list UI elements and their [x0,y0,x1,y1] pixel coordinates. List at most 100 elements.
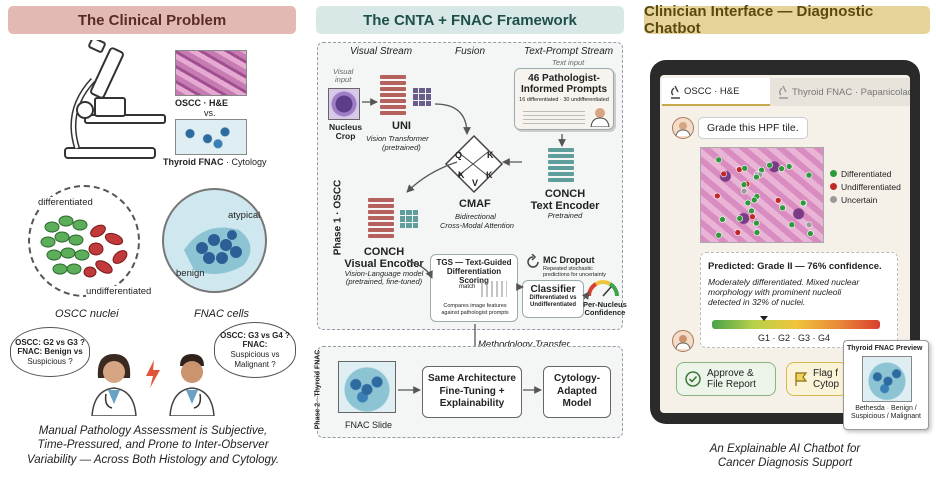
fnac-thumbnail [175,119,247,155]
nucleus-marker [753,229,761,236]
legend-item: Uncertain [830,194,901,207]
grade-scale-label: G1 · G2 · G3 · G4 [758,333,831,343]
grade-marker [760,316,769,321]
classifier-box: Classifier Differentiated vs Undifferent… [522,280,584,318]
tab-oscc-label: OSCC · H&E [684,85,740,97]
prediction-text: Predicted: Grade II — 76% confidence. [708,261,882,272]
classifier-title: Classifier [530,284,576,295]
approve-button[interactable]: Approve &File Report [676,362,776,396]
prompts-title-line1: 46 Pathologist- [528,73,600,84]
nucleus-marker [736,215,744,222]
left-caption-line1: Manual Pathology Assessment is Subjectiv… [38,425,268,437]
check-icon [685,371,701,387]
thought-bubble-left: OSCC: G2 vs G3 ? FNAC: Benign vs Suspici… [10,327,90,377]
refresh-icon [527,254,539,268]
legend-dot [830,182,837,190]
oscc-nuclei-label: OSCC nuclei [55,308,119,320]
mc-desc-line2: predictions for uncertainty [543,272,606,279]
cyto-model-line1: Cytology- [553,373,601,384]
phase2-label: Phase 2 · Thyroid FNAC [314,349,322,430]
nucleus-marker [713,192,721,200]
nucleus-marker [753,219,760,227]
nucleus-marker [807,230,814,237]
microscope-tab-icon [671,85,680,99]
preview-title: Thyroid FNAC Preview [847,345,923,352]
tgs-matrix [481,281,507,297]
right-caption-line1: An Explainable AI Chatbot for [709,443,861,455]
prompt-lines [523,111,585,125]
visual-stream-label: Visual Stream [350,46,413,57]
fusion-label: Fusion [455,46,486,57]
cyto-model-line3: Model [562,398,592,409]
hpf-dots [713,156,814,239]
fnac-slide-image [338,361,396,413]
visual-input-label: Visual input [333,67,353,85]
nuclei-cells [40,215,128,278]
nucleus-crop-line1: Nucleus [329,122,363,132]
hpf-tile-image [700,147,824,243]
legend-label: Differentiated [841,169,892,179]
conch-visual-line1: CONCH [363,246,405,258]
uni-patch-icon [413,88,431,106]
nucleus-marker [753,173,760,181]
flag-icon [795,372,808,386]
prompts-title: 46 Pathologist- Informed Prompts [515,73,613,95]
nucleus-marker [778,165,785,172]
tab-oscc[interactable]: OSCC · H&E [662,78,770,106]
user-message-bubble: Grade this HPF tile. [698,117,808,139]
tgs-title-line1: TGS — Text-Guided [436,258,512,267]
tab-thyroid[interactable]: Thyroid FNAC · Papanicolaou [770,78,910,106]
same-architecture-box: Same Architecture Fine-Tuning + Explaina… [422,366,522,418]
preview-cap-line1: Bethesda · Benign / [855,405,917,412]
nucleus-crop-image [328,88,360,120]
thought-bubble-right: OSCC: G3 vs G4 ? FNAC: Suspicious vs Mal… [214,322,296,378]
flow-arrows [362,98,590,361]
mc-dropout-title: MC Dropout [543,255,595,265]
conch-text-layers-icon [548,148,574,182]
cytology-model-box: Cytology- Adapted Model [543,366,611,418]
nucleus-marker [805,171,813,179]
bubble-right-line2: FNAC: [242,340,268,350]
nucleus-marker [799,199,807,207]
nucleus-marker [720,170,728,178]
same-arch-line1: Same Architecture [428,373,516,384]
nucleus-marker [715,156,723,164]
tgs-title: TGS — Text-Guided Differentiation Scorin… [431,258,517,285]
nucleus-crop-line2: Crop [335,131,356,142]
nucleus-marker [749,213,756,220]
mc-desc-line1: Repeated stochastic [543,266,593,272]
tgs-box: TGS — Text-Guided Differentiation Scorin… [430,254,518,322]
legend-dot [830,195,837,203]
nucleus-marker [766,161,773,169]
conch-text-line1: CONCH [544,188,586,200]
cytology-text: · Cytology [223,157,267,167]
thyroid-fnac-text: Thyroid FNAC [163,157,224,167]
nucleus-marker [774,197,782,204]
same-arch-text: Same Architecture Fine-Tuning + Explaina… [423,373,521,411]
k-label-top: K [487,150,494,160]
conch-text-line2: Text Encoder [530,200,600,213]
undifferentiated-label: undifferentiated [86,286,152,297]
explain-line3: detected in 32% of nuclei. [708,297,806,308]
right-caption-line2: Cancer Diagnosis Support [717,456,853,469]
visual-input-line2: input [335,75,352,85]
per-nucleus-line2: Confidence [584,308,626,318]
nucleus-marker [779,204,786,212]
k-label-bottom: K [458,170,465,180]
bubble-right-line4: Malignant ? [234,359,276,369]
same-arch-line3: Explainability [439,398,505,409]
nucleus-crop-label: Nucleus Crop [329,122,363,142]
legend-label: Undifferentiated [841,181,901,192]
bubble-left-line3: Suspicious ? [27,356,73,366]
fnac-cells [184,227,251,274]
differentiated-label: differentiated [38,197,93,208]
nucleus-marker [805,221,813,229]
bubble-right-line1: OSCC: G3 vs G4 ? [220,330,290,340]
left-caption-line2: Time-Pressured, and Prone to Inter-Obser… [37,439,269,452]
left-caption: Manual Pathology Assessment is Subjectiv… [12,424,294,467]
conch-visual-line2: Visual Encoder [344,258,424,271]
user-message-text: Grade this HPF tile. [707,122,799,134]
preview-image [862,356,912,402]
nucleus-marker [744,199,752,207]
